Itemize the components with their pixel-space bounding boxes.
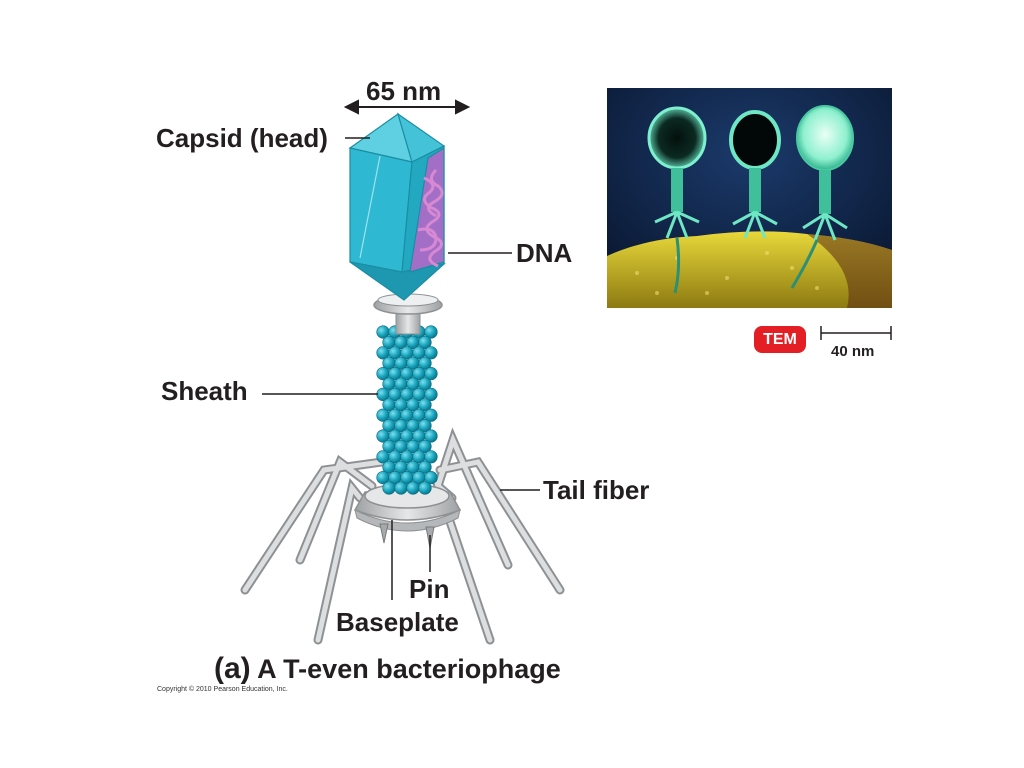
sheath-shape: [376, 325, 438, 495]
sheath-bead: [424, 429, 438, 443]
sheath-bead: [424, 325, 438, 339]
baseplate-label: Baseplate: [336, 607, 459, 637]
sheath-bead: [424, 367, 438, 381]
tail-fiber-label: Tail fiber: [543, 475, 650, 505]
scale-bar-label: 40 nm: [831, 343, 875, 360]
sheath-bead: [394, 481, 408, 495]
sheath-bead: [418, 398, 432, 412]
sheath-bead: [418, 460, 432, 474]
sheath-bead: [418, 356, 432, 370]
sheath-label: Sheath: [161, 376, 248, 406]
figure-caption: (a) A T-even bacteriophage: [214, 652, 561, 686]
dimension-arrow: [343, 99, 471, 115]
leader-lines: [262, 137, 540, 600]
dna-label: DNA: [516, 238, 573, 268]
sheath-bead: [424, 346, 438, 360]
sheath-bead: [406, 481, 420, 495]
sheath-bead: [418, 439, 432, 454]
pin-label: Pin: [409, 574, 450, 604]
sheath-bead: [418, 335, 432, 350]
sheath-bead: [424, 387, 438, 402]
dna-strand: [417, 168, 444, 268]
phage-image-1: [647, 106, 707, 294]
phage-image-3: [790, 105, 854, 289]
sheath-bead: [382, 481, 396, 495]
tem-micrograph: [607, 88, 892, 308]
phage-image-2: [729, 110, 781, 239]
sheath-bead: [418, 377, 432, 391]
tem-badge: TEM: [754, 326, 806, 353]
scale-bar: [820, 326, 892, 340]
caption-prefix: (a): [214, 652, 251, 685]
capsid-shape: [348, 112, 446, 301]
sheath-bead: [418, 419, 432, 433]
copyright-notice: Copyright © 2010 Pearson Education, Inc.: [157, 686, 288, 693]
sheath-bead: [424, 408, 438, 422]
sheath-bead: [418, 481, 432, 495]
sheath-bead: [424, 471, 438, 485]
caption-text: A T-even bacteriophage: [257, 654, 561, 684]
sheath-bead: [424, 450, 438, 464]
dimension-label: 65 nm: [366, 76, 442, 106]
capsid-label: Capsid (head): [156, 123, 328, 153]
